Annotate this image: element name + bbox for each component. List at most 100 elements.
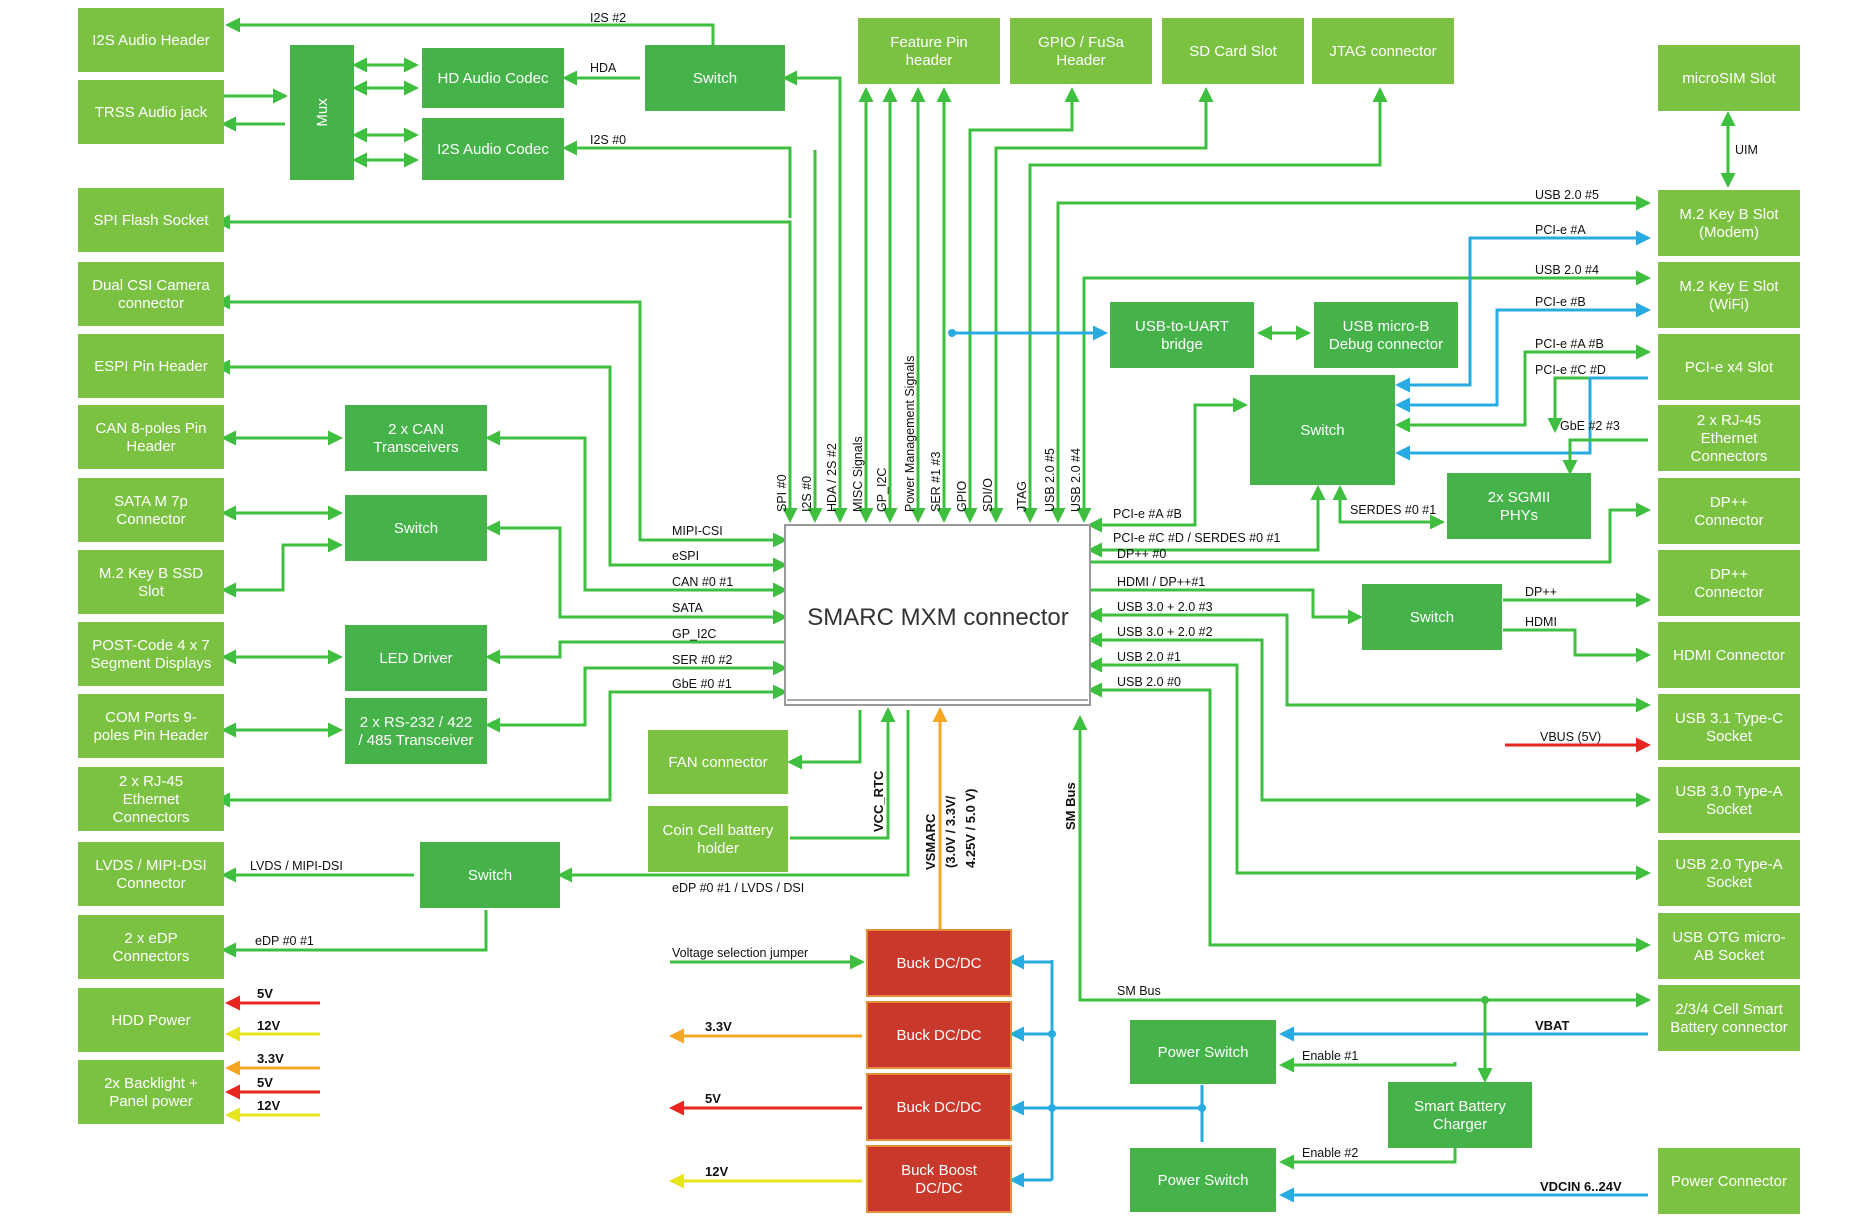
spi-flash-socket-block: SPI Flash Socket (78, 188, 224, 252)
label-dp0: DP++ #0 (1117, 547, 1166, 561)
dp-connector-2-box (1658, 550, 1800, 616)
lvds-connector-label: Connector (116, 875, 185, 892)
wire-hda (782, 70, 848, 523)
gpio-fusa-header-label: Header (1056, 52, 1105, 69)
edp-connectors-box (78, 915, 224, 979)
rj45-left-label: Ethernet (123, 791, 181, 808)
rj45-left-box (78, 767, 224, 831)
m2-key-e-wifi-block: M.2 Key E Slot(WiFi) (1658, 262, 1800, 328)
label-hdmi: HDMI (1525, 615, 1557, 629)
label-vdcin: VDCIN 6..24V (1540, 1179, 1622, 1194)
junction-dot (1048, 1104, 1056, 1112)
label-hdd-5v: 5V (257, 986, 273, 1001)
sgmii-phys-box (1447, 473, 1591, 539)
spi-flash-socket-box (78, 188, 224, 252)
label-enable1: Enable #1 (1302, 1049, 1358, 1063)
label-usb30-3: USB 3.0 + 2.0 #3 (1117, 600, 1213, 614)
jtag-connector-box (1312, 18, 1454, 84)
top-signal-label: SER #1 #3 (929, 451, 943, 512)
usb-otg-box (1658, 913, 1800, 979)
m2-key-e-wifi-label: (WiFi) (1709, 296, 1749, 313)
junction-dot (1198, 1104, 1206, 1112)
label-usb20-4: USB 2.0 #4 (1535, 263, 1599, 277)
label-vbus: VBUS (5V) (1540, 730, 1601, 744)
m2-key-b-modem-label: M.2 Key B Slot (1679, 206, 1779, 223)
usb20-typea-label: Socket (1706, 874, 1753, 891)
spi-flash-socket-label: SPI Flash Socket (93, 212, 209, 229)
usb20-typea-box (1658, 840, 1800, 906)
hdd-power-box (78, 988, 224, 1052)
usb-otg-block: USB OTG micro-AB Socket (1658, 913, 1800, 979)
smart-battery-connector-label: 2/3/4 Cell Smart (1675, 1001, 1783, 1018)
smart-battery-charger-label: Smart Battery (1414, 1098, 1506, 1115)
wire-usb20-5 (1050, 195, 1651, 523)
buck-1-box (866, 929, 1012, 997)
smart-battery-connector-label: Battery connector (1670, 1019, 1788, 1036)
top-signal-label: USB 2.0 #4 (1069, 448, 1083, 512)
rj45-left-label: 2 x RJ-45 (119, 773, 183, 790)
sata-switch-box (345, 495, 487, 561)
sgmii-phys-label: PHYs (1500, 507, 1538, 524)
can-transceivers-box (345, 405, 487, 471)
label-gbe23: GbE #2 #3 (1560, 419, 1620, 433)
label-usb30-2: USB 3.0 + 2.0 #2 (1117, 625, 1213, 639)
audio-switch-block: Switch (645, 45, 785, 111)
label-gp-i2c: GP_I2C (672, 627, 716, 641)
label-hdd-12v: 12V (257, 1018, 280, 1033)
wire-gbe23 (1562, 438, 1648, 475)
m2-ssd-slot-box (78, 550, 224, 614)
wire-smbus (1072, 715, 1651, 1008)
usb20-typea-label: USB 2.0 Type-A (1675, 856, 1782, 873)
buck-3-label: Buck DC/DC (896, 1099, 981, 1116)
wire-serdes-phy (1332, 485, 1445, 530)
post-code-label: Segment Displays (91, 655, 212, 672)
top-signal-label: SPI #0 (775, 474, 789, 512)
dp-hdmi-switch-box (1362, 584, 1502, 650)
pcie-switch-box (1250, 375, 1395, 485)
label-vsmarc: VSMARC (923, 813, 938, 870)
label-pcie-a: PCI-e #A (1535, 223, 1586, 237)
wire-enable2 (1279, 1146, 1457, 1170)
rj45-right-label: Connectors (1691, 448, 1768, 465)
wire-gpi2c-l (485, 640, 785, 665)
label-out-33v: 3.3V (705, 1019, 732, 1034)
m2-key-b-modem-block: M.2 Key B Slot(Modem) (1658, 190, 1800, 256)
label-dpplus: DP++ (1525, 585, 1557, 599)
coin-cell-label: holder (697, 840, 739, 857)
label-sata: SATA (672, 601, 703, 615)
com-ports-label: poles Pin Header (93, 727, 208, 744)
connection-lines (215, 17, 1736, 1203)
label-vbat: VBAT (1535, 1018, 1569, 1033)
label-i2s2: I2S #2 (590, 11, 626, 25)
label-ser02: SER #0 #2 (672, 653, 733, 667)
hd-audio-codec-label: HD Audio Codec (438, 70, 549, 87)
mux-block: Mux (290, 45, 354, 180)
wire-sata (485, 520, 788, 625)
gpio-fusa-header-label: GPIO / FuSa (1038, 34, 1125, 51)
top-signal-label: Power Management Signals (903, 356, 917, 512)
i2s-audio-header-block: I2S Audio Header (78, 8, 224, 72)
label-vcc-rtc: VCC_RTC (871, 770, 886, 832)
lvds-connector-box (78, 842, 224, 906)
wire-edp-lvds (557, 710, 910, 883)
label-out-12v: 12V (705, 1164, 728, 1179)
trss-audio-jack-block: TRSS Audio jack (78, 80, 224, 144)
microsim-slot-label: microSIM Slot (1682, 70, 1776, 87)
dual-csi-camera-label: Dual CSI Camera (92, 277, 210, 294)
wire-spi0 (215, 214, 798, 523)
wire-hdmi-switch (1503, 628, 1651, 663)
usb31-typec-label: USB 3.1 Type-C (1675, 710, 1783, 727)
m2-key-e-wifi-box (1658, 262, 1800, 328)
label-espi: eSPI (672, 549, 699, 563)
i2s-audio-codec-box (422, 118, 564, 180)
wire-gbe01 (215, 684, 788, 808)
